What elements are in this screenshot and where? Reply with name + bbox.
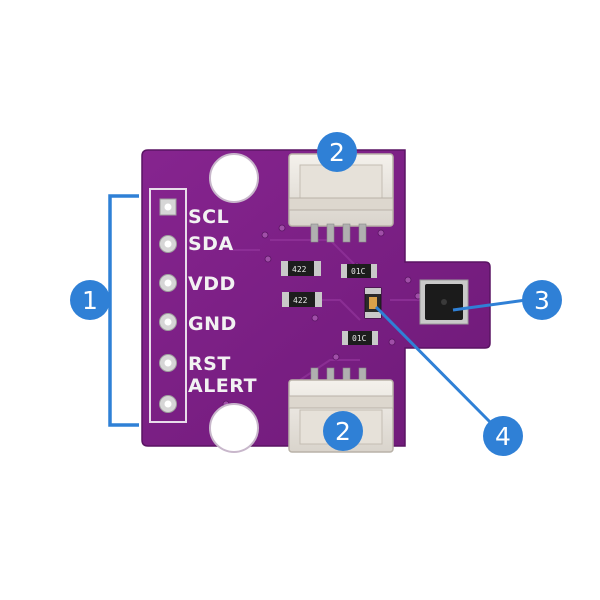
pin-label-sda: SDA — [188, 233, 234, 255]
pin-header-outline — [149, 188, 187, 423]
pin-pads — [159, 198, 177, 413]
pin-hole — [164, 203, 172, 211]
resistor-r2: 422 — [282, 292, 322, 307]
mounting-hole-bottom — [209, 403, 259, 453]
sensor-chip — [419, 279, 469, 325]
callout-4: 4 — [483, 416, 523, 456]
callout-2-top: 2 — [317, 132, 357, 172]
component-4-part — [364, 287, 382, 319]
callout-1: 1 — [70, 280, 110, 320]
pin-hole — [164, 318, 172, 326]
pin-label-scl: SCL — [188, 206, 229, 228]
connector-top — [288, 153, 394, 243]
pin-hole — [164, 359, 172, 367]
mounting-hole-top — [209, 153, 259, 203]
callout-3-number: 3 — [534, 286, 550, 315]
callout-3: 3 — [522, 280, 562, 320]
resistor-r2-marking: 422 — [293, 296, 308, 305]
pin-label-alert: ALERT — [188, 375, 257, 397]
callout-2-bottom-number: 2 — [335, 417, 351, 446]
pin-label-vdd: VDD — [188, 273, 236, 295]
pin-hole — [164, 400, 172, 408]
callout-1-number: 1 — [82, 286, 98, 315]
callout-2-bottom: 2 — [323, 411, 363, 451]
capacitor-c2: 01C — [342, 331, 378, 345]
resistor-r1: 422 — [281, 261, 321, 276]
capacitor-c1-marking: 01C — [351, 267, 366, 276]
callout-3-leader — [452, 298, 527, 312]
callout-1-bracket — [108, 194, 139, 427]
callout-4-number: 4 — [495, 422, 511, 451]
callout-2-top-number: 2 — [329, 138, 345, 167]
resistor-r1-marking: 422 — [292, 265, 307, 274]
capacitor-c1: 01C — [341, 264, 377, 278]
pin-label-rst: RST — [188, 353, 231, 375]
pin-label-gnd: GND — [188, 313, 237, 335]
pin-hole — [164, 279, 172, 287]
pin-hole — [164, 240, 172, 248]
capacitor-c2-marking: 01C — [352, 334, 367, 343]
callout-4-leader — [374, 305, 493, 425]
